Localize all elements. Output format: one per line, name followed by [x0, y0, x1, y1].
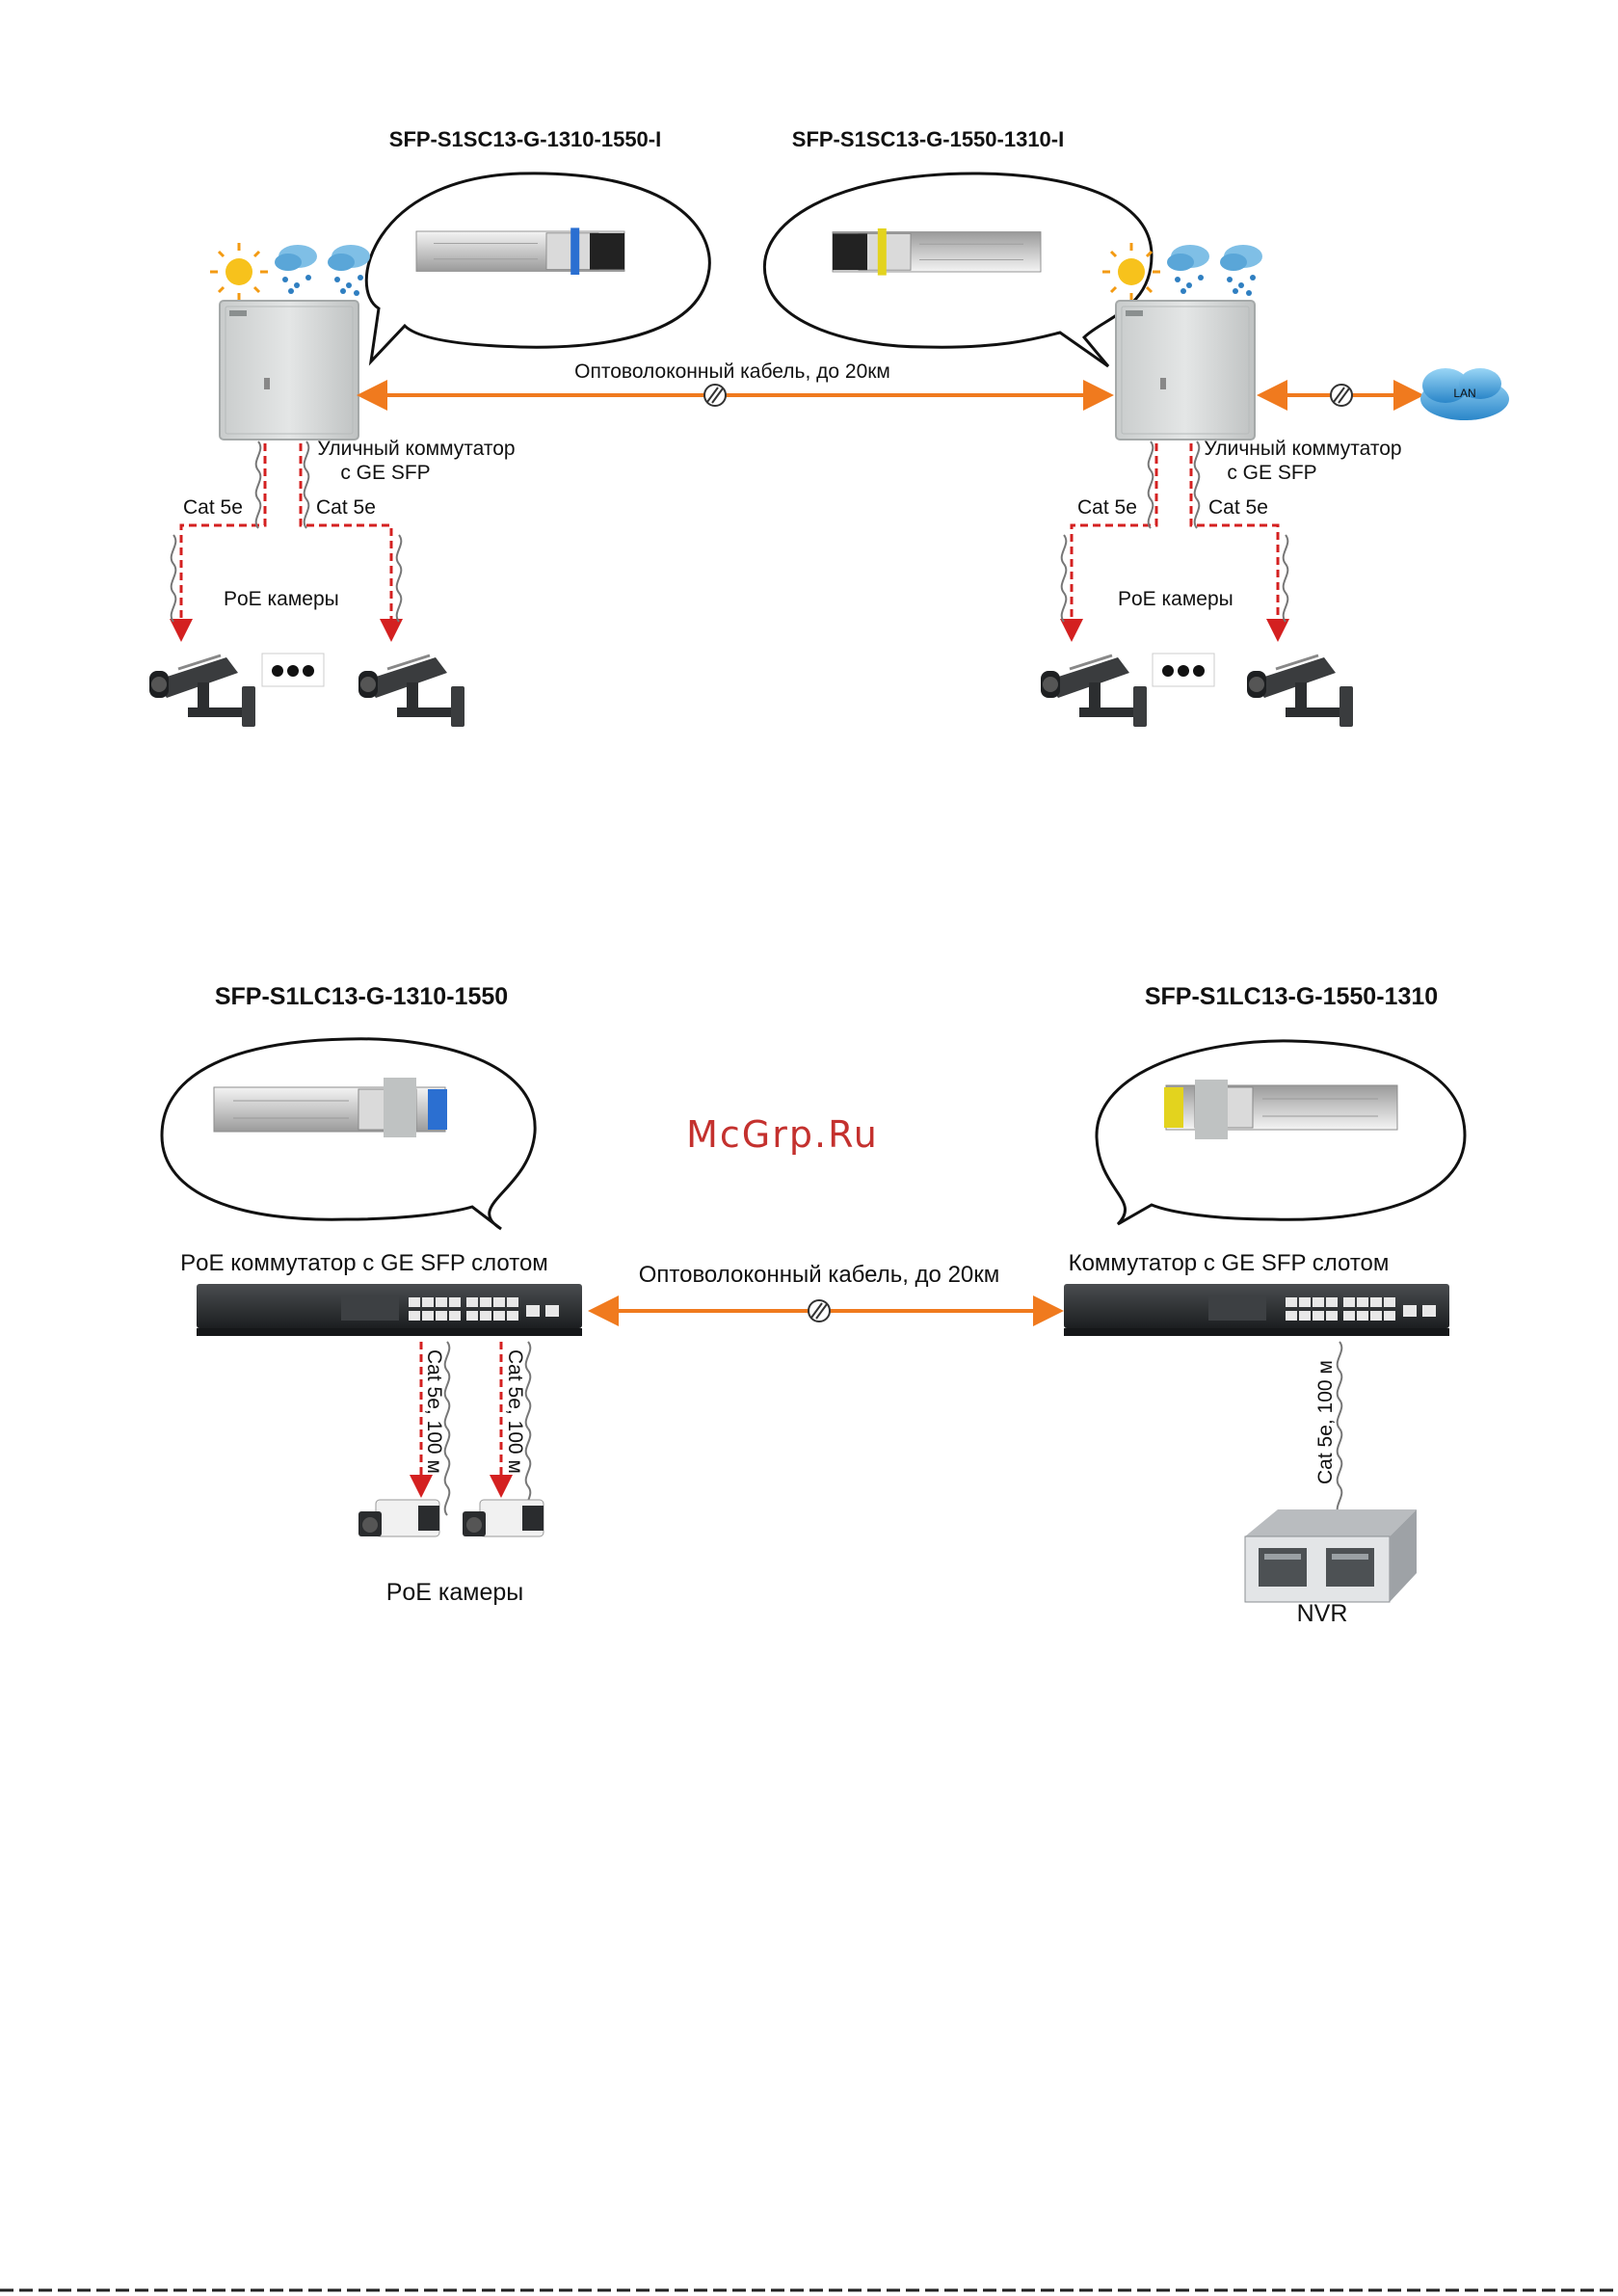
more-cameras-ellipsis [1152, 653, 1215, 687]
watermark-text: McGrp.Ru [686, 1113, 879, 1156]
cable-label-left-b: Cat 5e, 100 м [504, 1349, 526, 1474]
sun-rain-icon [208, 241, 372, 303]
cctv-camera-icon [1245, 654, 1355, 729]
cameras-label-2: PoE камеры [386, 1579, 524, 1606]
left-sfp-model-label-2: SFP-S1LC13-G-1310-1550 [215, 983, 508, 1010]
cable-label-1: Cat 5e [183, 496, 243, 519]
box-camera-icon [358, 1499, 440, 1537]
right-switch-label-line1: Уличный коммутатор [1204, 438, 1401, 460]
lan-cloud-icon [1420, 368, 1509, 420]
fiber-cable-label-2: Оптоволоконный кабель, до 20км [639, 1262, 1000, 1288]
cable-label-2: Cat 5e [316, 496, 376, 519]
right-switch-label-line2: с GE SFP [1227, 462, 1316, 484]
sfp-module-icon [832, 228, 1042, 276]
nvr-label: NVR [1297, 1600, 1348, 1627]
right-sfp-bubble-2 [1095, 1039, 1467, 1226]
fiber-splice-icon [808, 1299, 831, 1322]
cctv-camera-icon [1039, 654, 1149, 729]
cctv-camera-icon [357, 654, 466, 729]
box-camera-icon [463, 1499, 544, 1537]
left-cameras-label: PoE камеры [224, 588, 339, 610]
fiber-splice-icon [1330, 384, 1353, 407]
right-cameras-label: PoE камеры [1118, 588, 1233, 610]
right-rack-switch-icon [1064, 1284, 1449, 1336]
cable-label-4: Cat 5e [1208, 496, 1268, 519]
diagram-2: SFP-S1LC13-G-1310-1550 SFP-S1LC13-G-1550… [160, 983, 1467, 1627]
sfp-module-icon [1164, 1080, 1398, 1139]
left-sfp-bubble [364, 172, 711, 366]
nvr-cable [1336, 1341, 1343, 1516]
right-cables [1060, 441, 1289, 642]
fiber-splice-icon [703, 384, 727, 407]
camera-cables [410, 1341, 532, 1516]
left-cables [170, 441, 403, 642]
left-switch-label-2: PoE коммутатор с GE SFP слотом [180, 1250, 548, 1276]
cable-label-3: Cat 5e [1077, 496, 1137, 519]
right-outdoor-cabinet-icon [1115, 300, 1256, 441]
left-rack-switch-icon [197, 1284, 582, 1336]
sfp-module-icon [213, 1078, 447, 1137]
right-switch-label-2: Коммутатор с GE SFP слотом [1069, 1250, 1390, 1276]
cable-label-left-a: Cat 5e, 100 м [423, 1349, 445, 1474]
more-cameras-ellipsis [261, 653, 325, 687]
left-switch-label-line1: Уличный коммутатор [317, 438, 515, 460]
left-sfp-bubble-2 [160, 1037, 537, 1231]
sfp-module-icon [415, 227, 625, 275]
fiber-cable-label-1: Оптоволоконный кабель, до 20км [574, 360, 890, 383]
cable-label-nvr: Cat 5e, 100 м [1314, 1360, 1337, 1484]
right-sfp-model-label-2: SFP-S1LC13-G-1550-1310 [1145, 983, 1438, 1010]
lan-label: LAN [1453, 387, 1475, 400]
cctv-camera-icon [147, 654, 257, 729]
right-sfp-model-label: SFP-S1SC13-G-1550-1310-I [792, 127, 1064, 151]
left-switch-label-line2: с GE SFP [340, 462, 430, 484]
right-sfp-bubble [762, 172, 1154, 368]
left-outdoor-cabinet-icon [219, 300, 359, 441]
left-sfp-model-label: SFP-S1SC13-G-1310-1550-I [389, 127, 661, 151]
diagram-1: SFP-S1SC13-G-1310-1550-I SFP-S1SC13-G-15… [147, 127, 1509, 729]
nvr-server-icon [1244, 1509, 1417, 1603]
